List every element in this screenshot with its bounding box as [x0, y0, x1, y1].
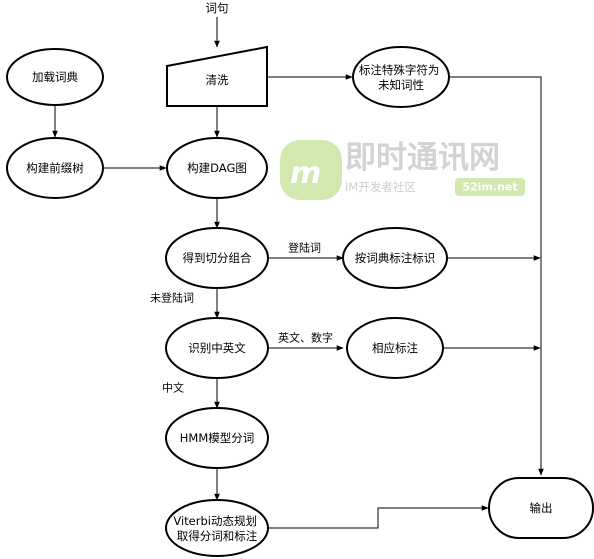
node-load-dict: 加载词典: [6, 48, 104, 106]
watermark-title: 即时通讯网: [345, 140, 500, 176]
svg-text:相应标注: 相应标注: [372, 341, 418, 355]
svg-text:按词典标注标识: 按词典标注标识: [355, 251, 436, 265]
node-tag: 相应标注: [346, 317, 444, 379]
svg-text:清洗: 清洗: [206, 73, 229, 87]
node-dict-tag: 按词典标注标识: [342, 227, 448, 289]
node-build-dag: 构建DAG图: [166, 137, 268, 199]
edges: [52, 17, 544, 529]
node-viterbi: Viterbi动态规划 取得分词和标注: [165, 499, 269, 557]
watermark-domain-badge: [455, 178, 525, 196]
svg-text:得到切分组合: 得到切分组合: [183, 251, 252, 265]
edge-mark-bus: [449, 76, 544, 476]
node-output: 输出: [488, 477, 594, 539]
watermark-domain: 52im.net: [462, 181, 517, 194]
svg-text:Viterbi动态规划 取得分词和标注: Viterbi动态规划 取得分词和标注: [173, 514, 260, 543]
edge-viterbi-output: [268, 505, 489, 529]
node-clean: 清洗: [166, 45, 268, 107]
svg-text:HMM模型分词: HMM模型分词: [180, 431, 255, 445]
edge-label-unregistered: 未登陆词: [150, 291, 194, 305]
edge-label-chinese: 中文: [162, 381, 184, 395]
node-input: 词句: [206, 1, 229, 15]
edge-label-registered: 登陆词: [288, 241, 321, 255]
svg-text:加载词典: 加载词典: [32, 70, 78, 84]
node-get-segments: 得到切分组合: [165, 227, 269, 289]
node-hmm: HMM模型分词: [165, 407, 269, 469]
watermark-logo-text: m: [290, 156, 321, 191]
watermark-logo-icon: [280, 140, 342, 200]
node-mark-special: 标注特殊字符为 未知词性: [352, 46, 450, 108]
edge-label-en-num: 英文、数字: [278, 331, 333, 345]
svg-text:构建DAG图: 构建DAG图: [187, 161, 247, 175]
node-recognize-lang: 识别中英文: [165, 317, 269, 379]
svg-text:输出: 输出: [530, 501, 553, 515]
node-build-prefix-tree: 构建前缀树: [6, 137, 104, 199]
svg-text:构建前缀树: 构建前缀树: [26, 161, 84, 175]
svg-text:识别中英文: 识别中英文: [188, 341, 246, 355]
svg-text:标注特殊字符为 未知词性: 标注特殊字符为 未知词性: [359, 63, 443, 92]
watermark: m 即时通讯网 IM开发者社区 52im.net: [280, 140, 525, 200]
watermark-subtitle: IM开发者社区: [345, 180, 416, 194]
